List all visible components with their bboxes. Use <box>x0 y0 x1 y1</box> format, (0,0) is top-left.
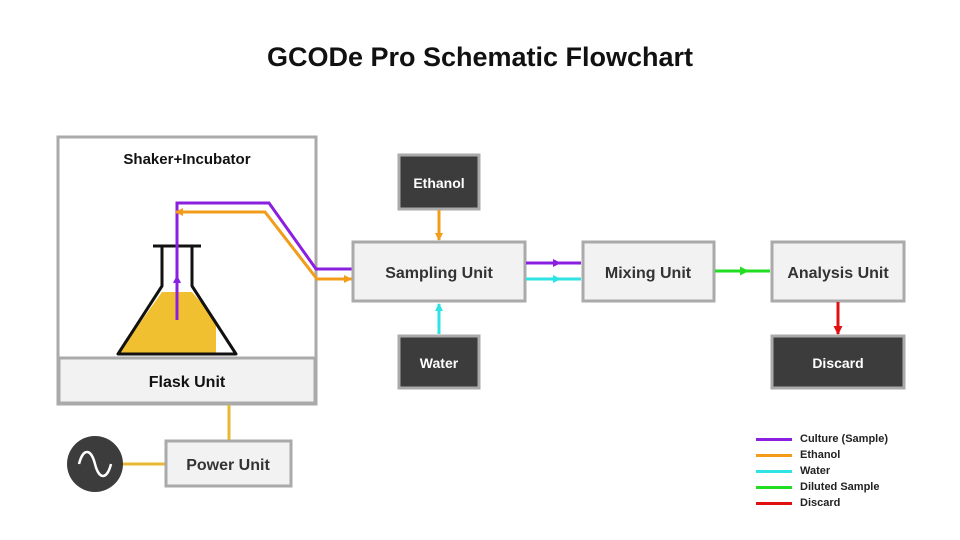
legend-swatch-diluted <box>756 485 792 489</box>
legend-label: Water <box>800 465 831 477</box>
legend-label: Culture (Sample) <box>800 433 889 445</box>
legend-swatch-culture <box>756 437 792 441</box>
mixing-unit-label: Mixing Unit <box>605 265 692 282</box>
analysis-unit-box: Analysis Unit <box>770 240 906 303</box>
ethanol-source-box: Ethanol <box>397 153 481 211</box>
legend-swatch-water <box>756 469 792 473</box>
legend-label: Ethanol <box>800 449 841 461</box>
legend-item: Diluted Sample <box>756 479 888 495</box>
legend-swatch-discard <box>756 501 792 505</box>
water-source-box: Water <box>397 334 481 390</box>
mixing-unit-box: Mixing Unit <box>581 240 716 303</box>
legend-item: Ethanol <box>756 447 888 463</box>
legend-item: Culture (Sample) <box>756 431 888 447</box>
discard-label: Discard <box>812 355 863 371</box>
shaker-incubator-label: Shaker+Incubator <box>123 151 250 168</box>
analysis-unit-label: Analysis Unit <box>787 265 889 282</box>
legend-swatch-ethanol <box>756 453 792 457</box>
flask-unit-box: Flask Unit <box>57 356 317 405</box>
legend: Culture (Sample) Ethanol Water Diluted S… <box>756 431 888 511</box>
power-unit-box: Power Unit <box>164 439 293 488</box>
discard-box: Discard <box>770 334 906 390</box>
legend-item: Discard <box>756 495 888 511</box>
sampling-unit-box: Sampling Unit <box>351 240 527 303</box>
water-source-label: Water <box>420 355 459 371</box>
culture-return-line <box>175 201 353 320</box>
ethanol-source-label: Ethanol <box>413 175 464 191</box>
legend-item: Water <box>756 463 888 479</box>
page-title: GCODe Pro Schematic Flowchart <box>266 42 694 72</box>
flask-unit-label: Flask Unit <box>149 374 226 391</box>
legend-label: Discard <box>800 497 841 509</box>
ac-source-icon <box>67 436 123 492</box>
power-unit-label: Power Unit <box>186 457 270 474</box>
legend-label: Diluted Sample <box>800 481 880 493</box>
sampling-unit-label: Sampling Unit <box>385 265 493 282</box>
